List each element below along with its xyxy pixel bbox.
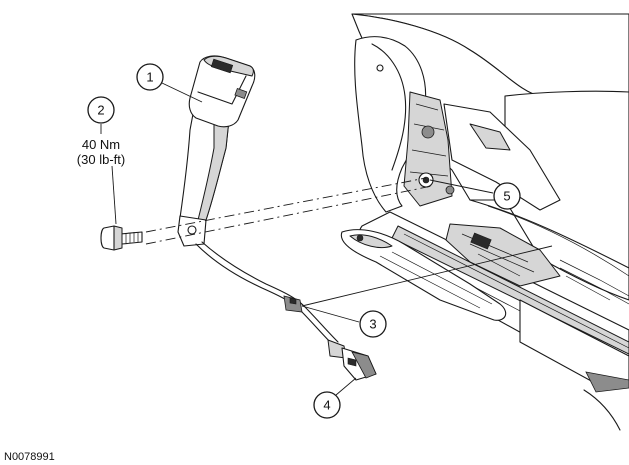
harness-wire xyxy=(195,243,335,347)
cushion-contour xyxy=(469,199,629,269)
leader-1 xyxy=(161,82,203,103)
figure-id: N0078991 xyxy=(4,451,55,463)
callout-5-label: 5 xyxy=(503,189,510,204)
wire-connector-block xyxy=(470,232,492,250)
centerline-lower xyxy=(145,185,433,245)
floor-bracket-ridge xyxy=(379,251,493,309)
shield-screw-hole xyxy=(376,64,384,72)
harness-connector-latch xyxy=(347,357,357,367)
leader-5 xyxy=(429,179,494,194)
recliner-housing xyxy=(403,91,453,207)
leader-3 xyxy=(301,305,360,323)
torque-metric: 40 Nm xyxy=(82,137,120,152)
bolt-flange xyxy=(113,225,123,251)
leader-4 xyxy=(335,377,357,396)
seat-side-frame xyxy=(443,103,561,211)
callout-1: 1 xyxy=(136,63,164,91)
harness-connector-shade xyxy=(351,351,377,379)
cushion-contour-2 xyxy=(487,205,629,277)
seat-belt-buckle xyxy=(177,55,256,247)
centerline-upper xyxy=(145,177,427,233)
floor-bracket-hole xyxy=(356,234,364,242)
callout-3-label: 3 xyxy=(369,317,376,332)
callout-1-label: 1 xyxy=(146,70,153,85)
frame-bolt xyxy=(445,185,455,195)
callout-4: 4 xyxy=(313,391,341,419)
callout-2: 2 xyxy=(87,96,115,124)
callout-5: 5 xyxy=(493,182,521,210)
floor-bracket xyxy=(340,229,507,321)
frame-bracket xyxy=(469,123,511,151)
bolt-threads xyxy=(125,232,139,243)
leader-3-rail xyxy=(301,245,553,307)
leader-2-bolt xyxy=(111,165,117,225)
seat-track-assembly xyxy=(358,211,629,431)
anchor-bolt xyxy=(100,225,143,251)
harness-clip-tab xyxy=(289,297,297,305)
bolt-shank xyxy=(119,231,143,245)
buckle-tab xyxy=(234,87,248,99)
callout-leaders xyxy=(100,82,553,396)
buckle-release-button xyxy=(210,58,234,74)
anchor-bolt-hole-center xyxy=(422,176,430,184)
anchor-plate-hole xyxy=(187,225,197,235)
track-lower-rail-edge xyxy=(585,371,629,393)
side-shield-panel xyxy=(354,36,427,213)
harness-wire-2 xyxy=(201,241,339,343)
buckle-head-edge xyxy=(197,75,247,105)
bolt-head xyxy=(100,225,115,251)
torque-imperial: (30 lb-ft) xyxy=(77,152,125,167)
alignment-centerlines xyxy=(145,177,433,245)
floor-edge-line xyxy=(583,389,621,431)
floor-bracket-body xyxy=(340,229,507,321)
wire-harness xyxy=(195,241,377,381)
recliner-pivot xyxy=(421,125,435,139)
callout-3: 3 xyxy=(359,310,387,338)
callout-2-label: 2 xyxy=(97,103,104,118)
side-shield-inner-edge xyxy=(371,43,407,171)
track-gear-teeth xyxy=(559,259,629,305)
callout-4-label: 4 xyxy=(323,398,330,413)
